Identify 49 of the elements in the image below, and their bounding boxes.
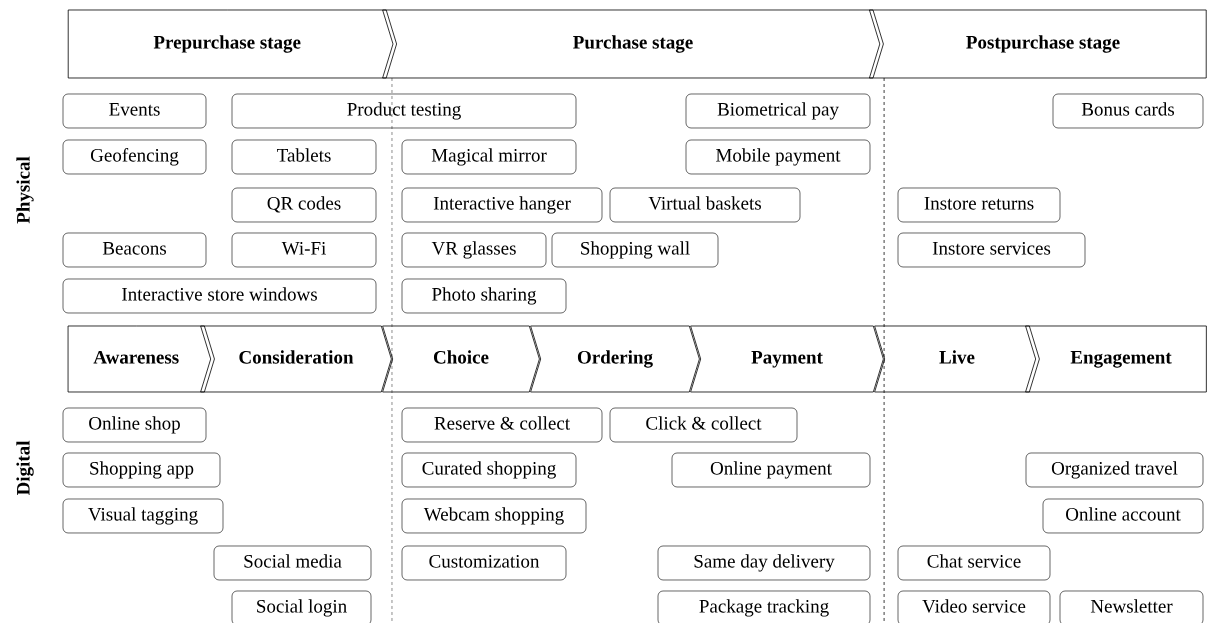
channel-box: Interactive store windows [62, 278, 377, 314]
stage-band: Ordering [530, 325, 700, 393]
stage-band: Engagement [1025, 325, 1207, 393]
stage-band: Purchase stage [382, 9, 884, 79]
channel-box: Photo sharing [401, 278, 567, 314]
stage-band: Consideration [200, 325, 392, 393]
channel-box: Tablets [231, 139, 377, 175]
channel-box: Package tracking [657, 590, 871, 623]
channel-box: Shopping wall [551, 232, 719, 268]
channel-box: Biometrical pay [685, 93, 871, 129]
channel-box: Webcam shopping [401, 498, 587, 534]
stage-band: Payment [690, 325, 884, 393]
stage-band: Live [874, 325, 1040, 393]
channel-box: Interactive hanger [401, 187, 603, 223]
channel-box: Magical mirror [401, 139, 577, 175]
channel-box: Events [62, 93, 207, 129]
channel-box: Wi-Fi [231, 232, 377, 268]
channel-box: Beacons [62, 232, 207, 268]
channel-box: Online shop [62, 407, 207, 443]
channel-box: Visual tagging [62, 498, 224, 534]
channel-box: Organized travel [1025, 452, 1204, 488]
channel-box: Mobile payment [685, 139, 871, 175]
channel-box: Same day delivery [657, 545, 871, 581]
channel-box: Reserve & collect [401, 407, 603, 443]
channel-box: Shopping app [62, 452, 221, 488]
channel-box: Instore returns [897, 187, 1061, 223]
channel-box: Geofencing [62, 139, 207, 175]
channel-box: Chat service [897, 545, 1051, 581]
channel-box: Click & collect [609, 407, 798, 443]
stage-band: Choice [382, 325, 540, 393]
channel-box: VR glasses [401, 232, 547, 268]
row-label: Digital [16, 440, 34, 496]
channel-box: QR codes [231, 187, 377, 223]
stage-band: Postpurchase stage [869, 9, 1207, 79]
channel-box: Social login [231, 590, 372, 623]
channel-box: Virtual baskets [609, 187, 801, 223]
channel-box: Video service [897, 590, 1051, 623]
channel-box: Product testing [231, 93, 577, 129]
channel-box: Newsletter [1059, 590, 1204, 623]
channel-box: Online account [1042, 498, 1204, 534]
channel-box: Customization [401, 545, 567, 581]
channel-box: Bonus cards [1052, 93, 1204, 129]
channel-box: Curated shopping [401, 452, 577, 488]
stage-band: Awareness [67, 325, 215, 393]
channel-box: Instore services [897, 232, 1086, 268]
row-label: Physical [16, 156, 34, 224]
stage-band: Prepurchase stage [67, 9, 397, 79]
channel-box: Social media [213, 545, 372, 581]
channel-box: Online payment [671, 452, 871, 488]
